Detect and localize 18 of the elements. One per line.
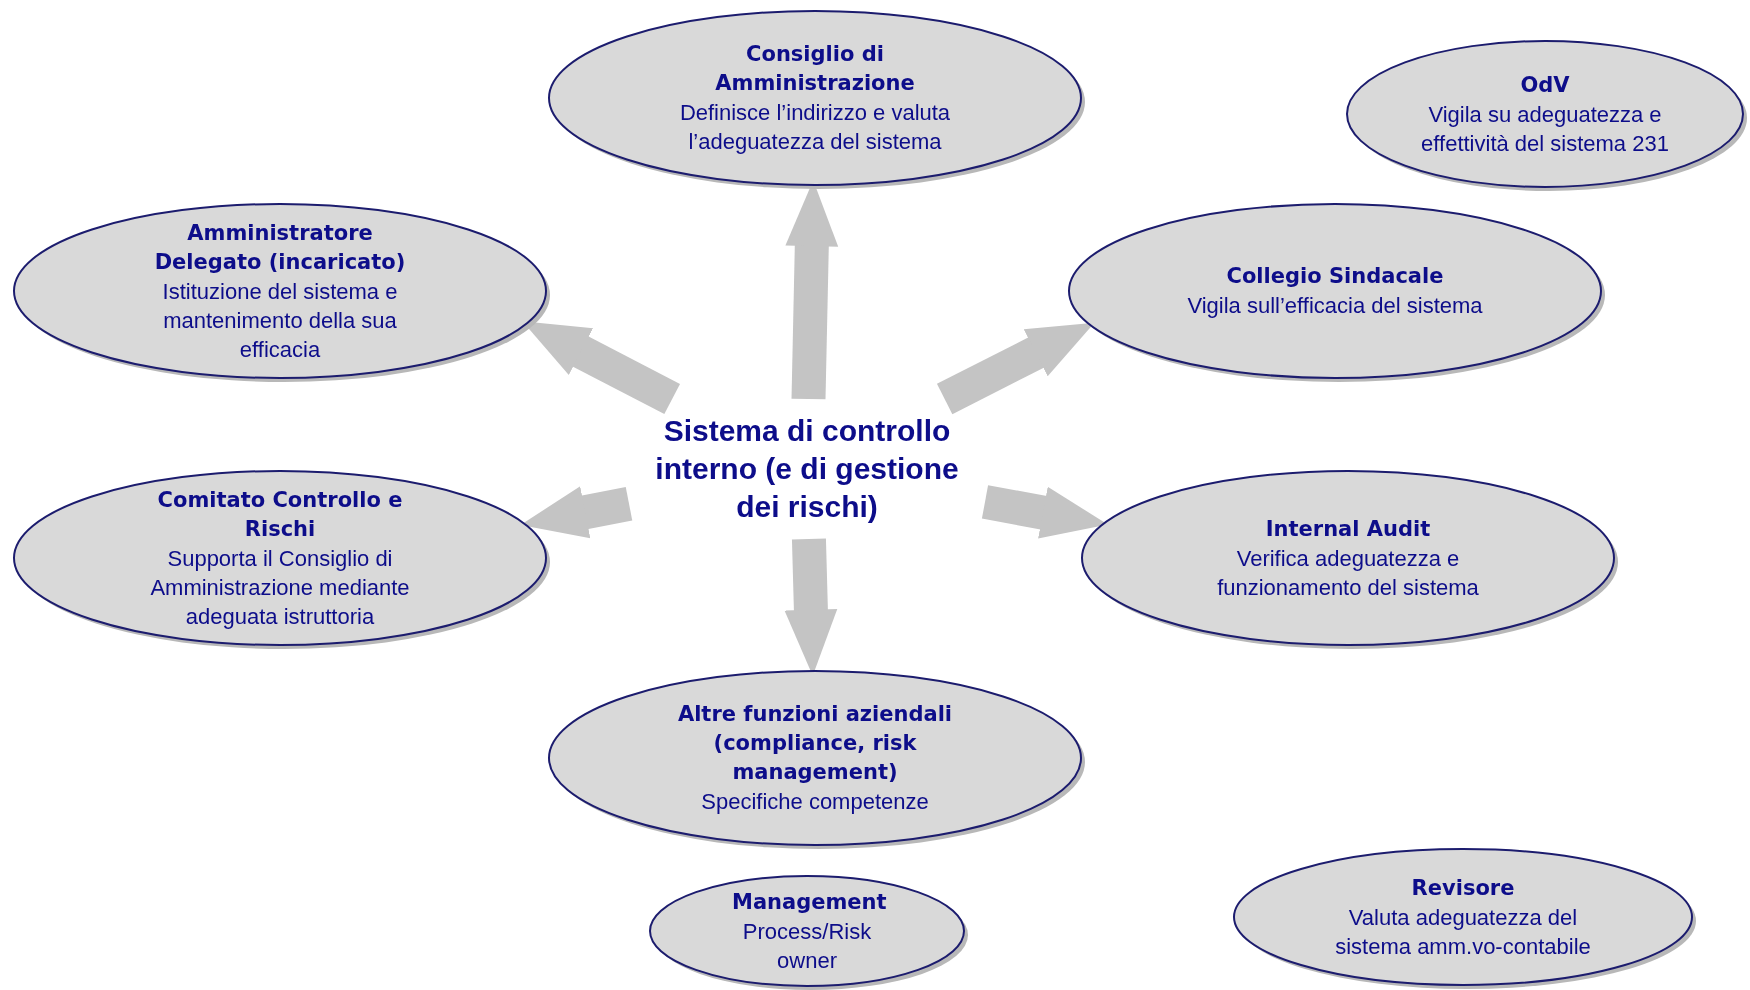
role-title: Consiglio di Amministrazione (714, 41, 916, 97)
center-title: Sistema di controllo interno (e di gestione dei rischi) (654, 413, 960, 525)
role-description: Process/Risk owner (741, 917, 873, 975)
role-description: Istituzione del sistema e mantenimento della sua efficacia (161, 277, 399, 364)
role-title: Amministratore Delegato (incaricato) (153, 219, 407, 276)
role-description: Specifiche competenze (700, 788, 930, 816)
role-description: Verifica adeguatezza e funzionamento del sistema (1216, 544, 1480, 602)
role-description: Supporta il Consiglio di Amministrazione mediante adeguata istruttoria (149, 544, 411, 631)
role-title: Internal Audit (1264, 515, 1432, 543)
role-title: Altre funzioni aziendali (compliance, risk management) (676, 701, 954, 786)
role-title: Comitato Controllo e Rischi (156, 486, 404, 543)
role-description: Definisce l’indirizzo e valuta l’adeguatezza del sistema (678, 99, 952, 156)
role-description: Vigila sull’efficacia del sistema (1186, 292, 1484, 320)
role-description: Vigila su adeguatezza e effettività del sistema 231 (1420, 100, 1670, 158)
role-title: Revisore (1410, 874, 1516, 902)
role-description: Valuta adeguatezza del sistema amm.vo-contabile (1334, 903, 1592, 961)
role-title: Collegio Sindacale (1225, 263, 1445, 290)
role-title: OdV (1519, 71, 1571, 99)
